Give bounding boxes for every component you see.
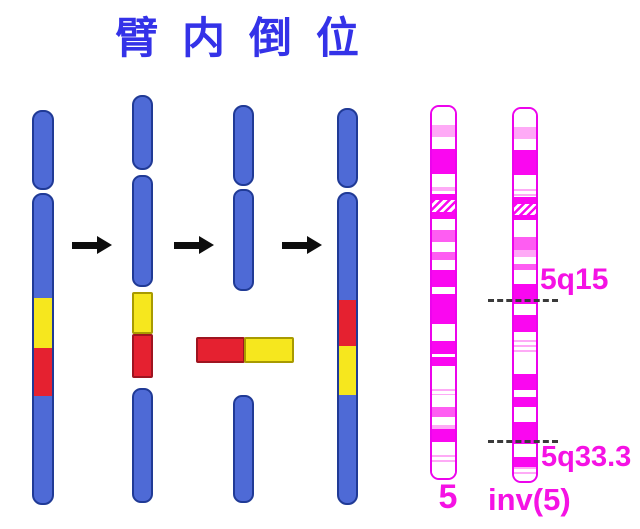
ideogram-band-l xyxy=(514,127,536,139)
ideogram-band-w xyxy=(514,352,536,374)
ideogram-band-w xyxy=(514,220,536,237)
segment-red xyxy=(34,348,52,396)
arrow-head xyxy=(97,236,112,254)
ideogram-band-f xyxy=(432,294,455,324)
ideogram-band-c xyxy=(432,200,455,212)
arrow-right-icon xyxy=(72,235,112,255)
arrow-right-icon xyxy=(174,235,214,255)
breakpoint-line-5q33 xyxy=(488,440,558,443)
arrow-right-icon xyxy=(282,235,322,255)
ideogram-band-ll xyxy=(514,467,536,474)
ideogram-band-w xyxy=(432,219,455,230)
ideogram-band-w xyxy=(514,304,536,315)
band-label-5q15: 5q15 xyxy=(540,263,609,296)
step-3-segment-rotated-blue-piece xyxy=(233,189,254,291)
ideogram-inv5 xyxy=(512,107,538,483)
ideogram-band-l xyxy=(432,125,455,137)
arrow-tail xyxy=(282,242,308,249)
ideogram-band-m xyxy=(432,407,455,417)
step-3-segment-rotated-red-piece xyxy=(196,337,245,363)
ideogram-band-f xyxy=(432,429,455,442)
step-1-original-chromosome-blue-piece xyxy=(32,110,54,190)
segment-red xyxy=(339,300,356,346)
ideogram-band-w xyxy=(432,395,455,407)
step-3-segment-rotated-blue-piece xyxy=(233,395,254,503)
ideogram-band-f xyxy=(432,270,455,287)
step-4-inverted-chromosome-blue-piece xyxy=(337,108,358,188)
ideogram-band-m xyxy=(432,252,455,260)
ideogram-band-l xyxy=(432,425,455,429)
ideogram-band-w xyxy=(432,354,455,357)
ideogram-band-m xyxy=(432,230,455,242)
ideogram-band-w xyxy=(432,287,455,294)
arrow-tail xyxy=(72,242,98,249)
ideogram-band-f xyxy=(514,374,536,390)
ideogram-band-m xyxy=(514,237,536,250)
step-4-inverted-chromosome-blue-piece xyxy=(337,192,358,505)
ideogram-band-f xyxy=(432,357,455,366)
ideogram-band-w xyxy=(432,442,455,455)
ideogram-band-w xyxy=(514,407,536,422)
ideogram-band-f xyxy=(514,197,536,204)
ideogram-band-f xyxy=(514,150,536,175)
ideogram-band-w xyxy=(514,444,536,457)
ideogram-band-c xyxy=(514,204,536,215)
ideogram-band-w xyxy=(514,474,536,481)
ideogram-band-m xyxy=(514,264,536,270)
ideogram-band-ll xyxy=(432,455,455,462)
ideogram-band-f xyxy=(514,397,536,407)
arrow-head xyxy=(199,236,214,254)
ideogram-band-w xyxy=(432,242,455,252)
ideogram-band-ll xyxy=(514,340,536,352)
arrow-head xyxy=(307,236,322,254)
step-3-segment-rotated-blue-piece xyxy=(233,105,254,186)
ideogram-band-f xyxy=(432,194,455,200)
ideogram-band-w xyxy=(514,175,536,189)
ideogram-band-w xyxy=(432,174,455,187)
ideogram-band-f xyxy=(432,212,455,219)
ideogram-band-w xyxy=(432,191,455,194)
ideogram-band-ll xyxy=(432,389,455,395)
ideogram-band-w xyxy=(432,107,455,125)
ideogram-band-ll xyxy=(514,189,536,197)
process-diagram xyxy=(32,95,358,505)
step-1-original-chromosome-blue-piece xyxy=(32,193,54,505)
ideogram-band-w xyxy=(514,257,536,264)
breakpoint-line-5q15 xyxy=(488,299,558,302)
ideogram-chromosome-5 xyxy=(430,105,457,480)
ideogram-band-w xyxy=(432,366,455,389)
page-title: 臂 内 倒 位 xyxy=(115,15,365,63)
ideogram-band-w xyxy=(514,270,536,284)
ideogram-band-f xyxy=(514,457,536,467)
ideogram-band-w xyxy=(514,139,536,150)
step-2-segment-excised-blue-piece xyxy=(132,95,153,170)
ideogram-band-w xyxy=(432,324,455,341)
ideogram-band-w xyxy=(432,417,455,425)
ideogram-band-w xyxy=(432,260,455,270)
step-2-segment-excised-blue-piece xyxy=(132,175,153,287)
ideogram-band-w xyxy=(514,109,536,127)
ideogram-label-inv5: inv(5) xyxy=(488,482,571,517)
ideogram-band-l xyxy=(514,250,536,257)
ideogram-band-f xyxy=(432,149,455,174)
ideogram-band-w xyxy=(514,390,536,397)
ideogram-band-w xyxy=(432,462,455,478)
ideogram-band-f xyxy=(514,422,536,444)
band-label-5q33: 5q33.3 xyxy=(541,441,632,473)
ideogram-band-f xyxy=(432,341,455,354)
ideogram-label-5: 5 xyxy=(438,478,458,516)
arrow-tail xyxy=(174,242,200,249)
ideogram-band-l xyxy=(432,187,455,191)
step-2-segment-excised-yellow-piece xyxy=(132,292,153,334)
step-2-segment-excised-blue-piece xyxy=(132,388,153,503)
ideogram-band-w xyxy=(514,332,536,340)
step-3-segment-rotated-yellow-piece xyxy=(244,337,294,363)
segment-yellow xyxy=(339,346,356,395)
segment-yellow xyxy=(34,298,52,348)
step-2-segment-excised-red-piece xyxy=(132,334,153,378)
ideogram-band-f xyxy=(514,215,536,220)
ideogram-band-w xyxy=(432,137,455,149)
ideogram-band-f xyxy=(514,315,536,332)
